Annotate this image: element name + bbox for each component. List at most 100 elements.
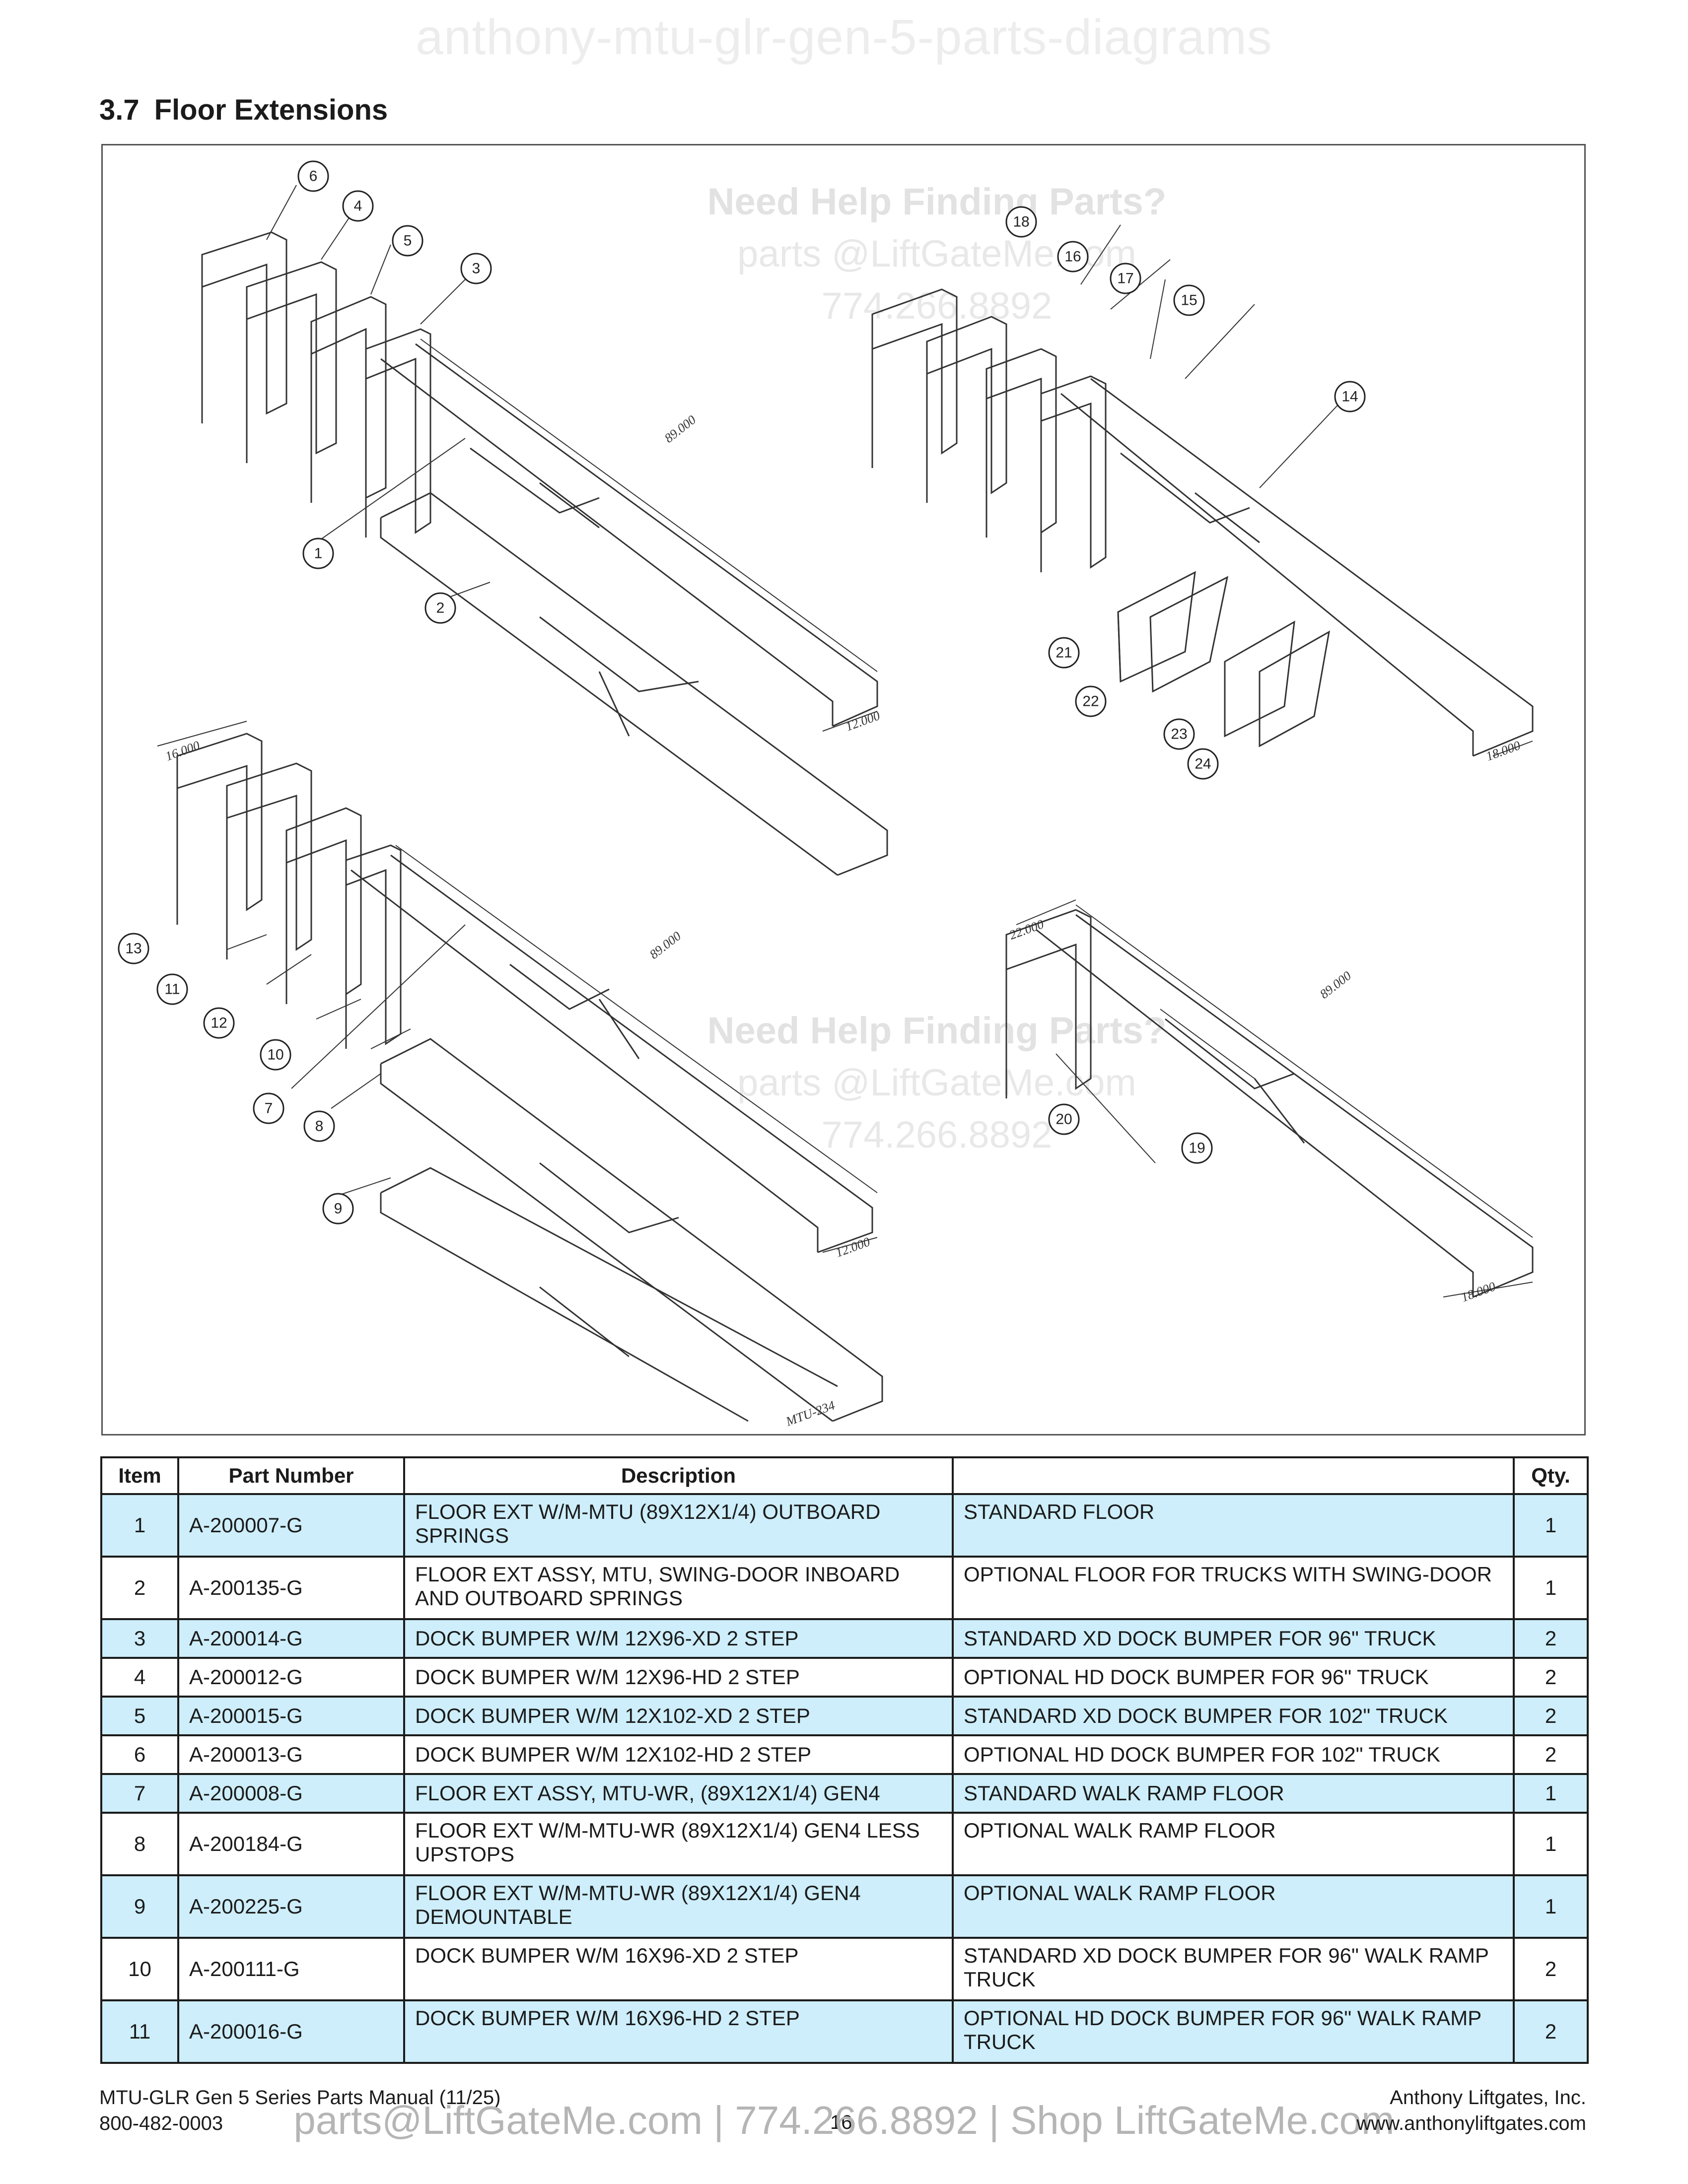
row-note: OPTIONAL FLOOR FOR TRUCKS WITH SWING-DOO… <box>952 1556 1515 1620</box>
row-description: FLOOR EXT W/M-MTU-WR (89X12X1/4) GEN4 DE… <box>403 1874 954 1939</box>
parts-diagram: Need Help Finding Parts? parts @LiftGate… <box>101 144 1586 1435</box>
footer-website[interactable]: www.anthonyliftgates.com <box>1356 2113 1586 2134</box>
row-qty: 1 <box>1513 1556 1589 1620</box>
row-item: 8 <box>100 1812 179 1876</box>
table-row: 11 A-200016-G DOCK BUMPER W/M 16X96-HD 2… <box>100 1999 1589 2064</box>
row-note: STANDARD WALK RAMP FLOOR <box>952 1773 1515 1814</box>
row-item: 6 <box>100 1734 179 1775</box>
dimension-lines <box>157 339 1533 1297</box>
row-qty: 1 <box>1513 1493 1589 1558</box>
dim-bottom-left-length: 89.000 <box>647 929 684 962</box>
dock-bumper-group-bottom-left <box>176 733 402 1049</box>
callout-4: 4 <box>354 198 362 214</box>
callout-3-circle <box>460 253 492 284</box>
callout-circles <box>118 160 1366 1225</box>
row-item: 1 <box>100 1493 179 1558</box>
row-item: 2 <box>100 1556 179 1620</box>
header-qty: Qty. <box>1513 1456 1589 1495</box>
row-description: DOCK BUMPER W/M 12X96-XD 2 STEP <box>403 1618 954 1659</box>
help-phone: 774.266.8892 <box>821 285 1053 327</box>
callout-22-circle <box>1075 685 1107 717</box>
row-item: 11 <box>100 1999 179 2064</box>
row-part-number: A-200008-G <box>177 1773 405 1814</box>
callout-17: 17 <box>1117 271 1133 287</box>
row-description: DOCK BUMPER W/M 12X102-XD 2 STEP <box>403 1696 954 1736</box>
dim-bottom-right-width: 18.000 <box>1459 1279 1497 1305</box>
callout-7: 7 <box>265 1100 273 1117</box>
row-item: 4 <box>100 1657 179 1698</box>
callout-14: 14 <box>1341 389 1358 405</box>
callout-23-circle <box>1163 718 1195 750</box>
callout-17-circle <box>1110 263 1141 294</box>
row-qty: 2 <box>1513 1657 1589 1698</box>
row-part-number: A-200016-G <box>177 1999 405 2064</box>
dim-bumper-depth: 16.000 <box>163 738 202 764</box>
row-note: STANDARD XD DOCK BUMPER FOR 96" TRUCK <box>952 1618 1515 1659</box>
callout-8: 8 <box>315 1118 324 1135</box>
table-row: 2 A-200135-G FLOOR EXT ASSY, MTU, SWING-… <box>100 1556 1589 1620</box>
row-note: OPTIONAL HD DOCK BUMPER FOR 96" TRUCK <box>952 1657 1515 1698</box>
callout-labels: 6 4 5 3 1 2 18 16 17 15 14 21 22 23 24 1… <box>125 168 1358 1217</box>
row-part-number: A-200015-G <box>177 1696 405 1736</box>
callout-20: 20 <box>1055 1111 1072 1128</box>
callout-12-circle <box>203 1007 235 1039</box>
callout-22: 22 <box>1082 693 1099 710</box>
callout-9: 9 <box>334 1201 343 1217</box>
floor-extension-7 <box>351 854 873 1253</box>
section-name: Floor Extensions <box>154 94 388 126</box>
row-qty: 2 <box>1513 1696 1589 1736</box>
row-part-number: A-200012-G <box>177 1657 405 1698</box>
floor-extension-2 <box>380 492 888 876</box>
floor-extension-9 <box>380 1167 838 1422</box>
callout-10: 10 <box>267 1047 283 1063</box>
callout-11: 11 <box>164 981 180 998</box>
callout-18: 18 <box>1013 214 1029 230</box>
assembly-bottom-right <box>1005 909 1534 1298</box>
row-qty: 1 <box>1513 1773 1589 1814</box>
row-part-number: A-200111-G <box>177 1937 405 2001</box>
footer-left: MTU-GLR Gen 5 Series Parts Manual (11/25… <box>99 2085 500 2136</box>
callout-16-circle <box>1057 241 1089 273</box>
callout-9-circle <box>322 1193 354 1225</box>
assembly-top-right <box>871 288 1534 757</box>
row-note: OPTIONAL HD DOCK BUMPER FOR 102" TRUCK <box>952 1734 1515 1775</box>
small-parts-21-24 <box>1117 571 1331 748</box>
row-qty: 1 <box>1513 1874 1589 1939</box>
callout-18-circle <box>1005 206 1037 238</box>
callout-5: 5 <box>404 233 412 249</box>
section-number: 3.7 <box>99 94 140 126</box>
callout-6-circle <box>297 160 329 192</box>
table-header-row: Item Part Number Description Qty. <box>100 1456 1589 1495</box>
callout-2-circle <box>424 592 456 624</box>
dock-bumper-group-top-left <box>201 231 431 538</box>
row-part-number: A-200135-G <box>177 1556 405 1620</box>
callout-13-circle <box>118 933 149 964</box>
row-description: DOCK BUMPER W/M 12X102-HD 2 STEP <box>403 1734 954 1775</box>
help-watermark-2: Need Help Finding Parts? parts @LiftGate… <box>639 1009 1235 1157</box>
callout-7-circle <box>253 1092 284 1124</box>
table-row: 5 A-200015-G DOCK BUMPER W/M 12X102-XD 2… <box>100 1696 1589 1736</box>
help-headline: Need Help Finding Parts? <box>707 181 1167 223</box>
footer-phone: 800-482-0003 <box>99 2113 223 2134</box>
row-item: 10 <box>100 1937 179 2001</box>
row-description: DOCK BUMPER W/M 16X96-XD 2 STEP <box>403 1937 954 2001</box>
diagram-drawing: 6 4 5 3 1 2 18 16 17 15 14 21 22 23 24 1… <box>118 160 1534 1429</box>
callout-5-circle <box>392 225 423 257</box>
help-phone-2: 774.266.8892 <box>821 1114 1053 1156</box>
callout-11-circle <box>156 973 188 1005</box>
table-row: 6 A-200013-G DOCK BUMPER W/M 12X102-HD 2… <box>100 1734 1589 1775</box>
callout-12: 12 <box>211 1015 227 1031</box>
leader-lines <box>226 185 1344 1198</box>
header-description: Description <box>403 1456 954 1495</box>
callout-4-circle <box>342 190 374 222</box>
dim-top-right-width: 18.000 <box>1484 738 1522 764</box>
watermark-top: anthony-mtu-glr-gen-5-parts-diagrams <box>416 9 1272 65</box>
footer-manual-title: MTU-GLR Gen 5 Series Parts Manual (11/25… <box>99 2087 501 2109</box>
callout-15-circle <box>1173 284 1205 316</box>
floor-extension-1 <box>380 343 878 727</box>
row-description: FLOOR EXT W/M-MTU (89X12X1/4) OUTBOARD S… <box>403 1493 954 1558</box>
row-part-number: A-200014-G <box>177 1618 405 1659</box>
callout-3: 3 <box>472 261 481 277</box>
dim-bottom-right-length: 89.000 <box>1317 968 1354 1002</box>
callout-16: 16 <box>1064 249 1081 265</box>
